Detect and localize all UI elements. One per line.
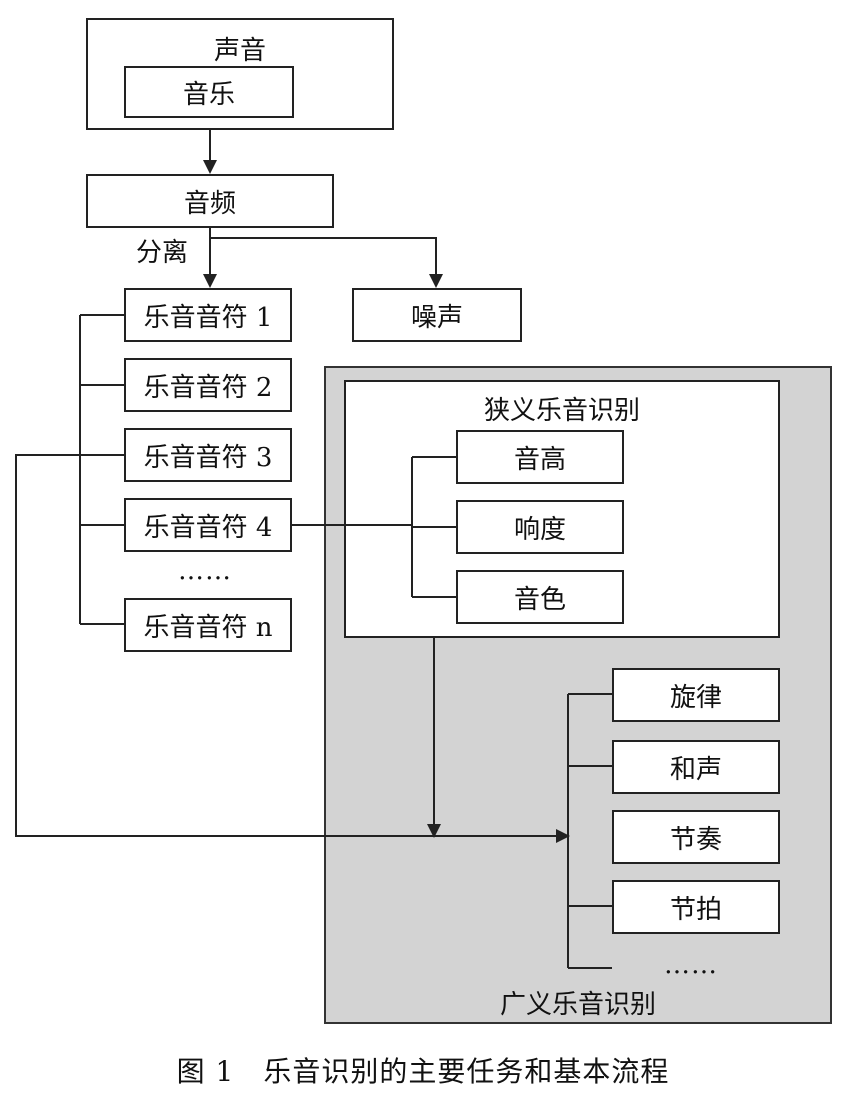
music-box: 音乐 xyxy=(124,66,294,118)
noise-box: 噪声 xyxy=(352,288,522,342)
note-label: 乐音音符 4 xyxy=(143,512,273,543)
note-label: 乐音音符 2 xyxy=(143,372,273,403)
melody-label: 旋律 xyxy=(669,682,722,713)
harmony-label: 和声 xyxy=(669,754,722,785)
separation-label: 分离 xyxy=(136,238,189,268)
note-box-n: 乐音音符 n xyxy=(124,598,292,652)
pitch-box: 音高 xyxy=(456,430,624,484)
broad-ellipsis: …… xyxy=(664,950,718,980)
note-box-3: 乐音音符 3 xyxy=(124,428,292,482)
beat-box: 节拍 xyxy=(612,880,780,934)
harmony-box: 和声 xyxy=(612,740,780,794)
note-label: 乐音音符 3 xyxy=(143,442,273,473)
beat-label: 节拍 xyxy=(669,894,722,925)
broad-recognition-title: 广义乐音识别 xyxy=(499,990,656,1020)
timbre-box: 音色 xyxy=(456,570,624,624)
timbre-label: 音色 xyxy=(513,584,566,615)
note-box-2: 乐音音符 2 xyxy=(124,358,292,412)
note-box-1: 乐音音符 1 xyxy=(124,288,292,342)
loudness-label: 响度 xyxy=(513,514,566,545)
audio-label: 音频 xyxy=(183,188,236,219)
note-box-4: 乐音音符 4 xyxy=(124,498,292,552)
note-label: 乐音音符 1 xyxy=(143,302,273,333)
narrow-recognition-title: 狭义乐音识别 xyxy=(483,396,640,426)
figure-caption: 图 1 乐音识别的主要任务和基本流程 xyxy=(176,1055,670,1088)
loudness-box: 响度 xyxy=(456,500,624,554)
note-label: 乐音音符 n xyxy=(143,612,273,643)
noise-label: 噪声 xyxy=(410,302,463,333)
music-label: 音乐 xyxy=(182,79,235,110)
pitch-label: 音高 xyxy=(513,444,566,475)
sound-label: 声音 xyxy=(213,36,266,66)
rhythm-label: 节奏 xyxy=(669,824,722,855)
rhythm-box: 节奏 xyxy=(612,810,780,864)
melody-box: 旋律 xyxy=(612,668,780,722)
notes-ellipsis: …… xyxy=(178,556,232,586)
audio-box: 音频 xyxy=(86,174,334,228)
